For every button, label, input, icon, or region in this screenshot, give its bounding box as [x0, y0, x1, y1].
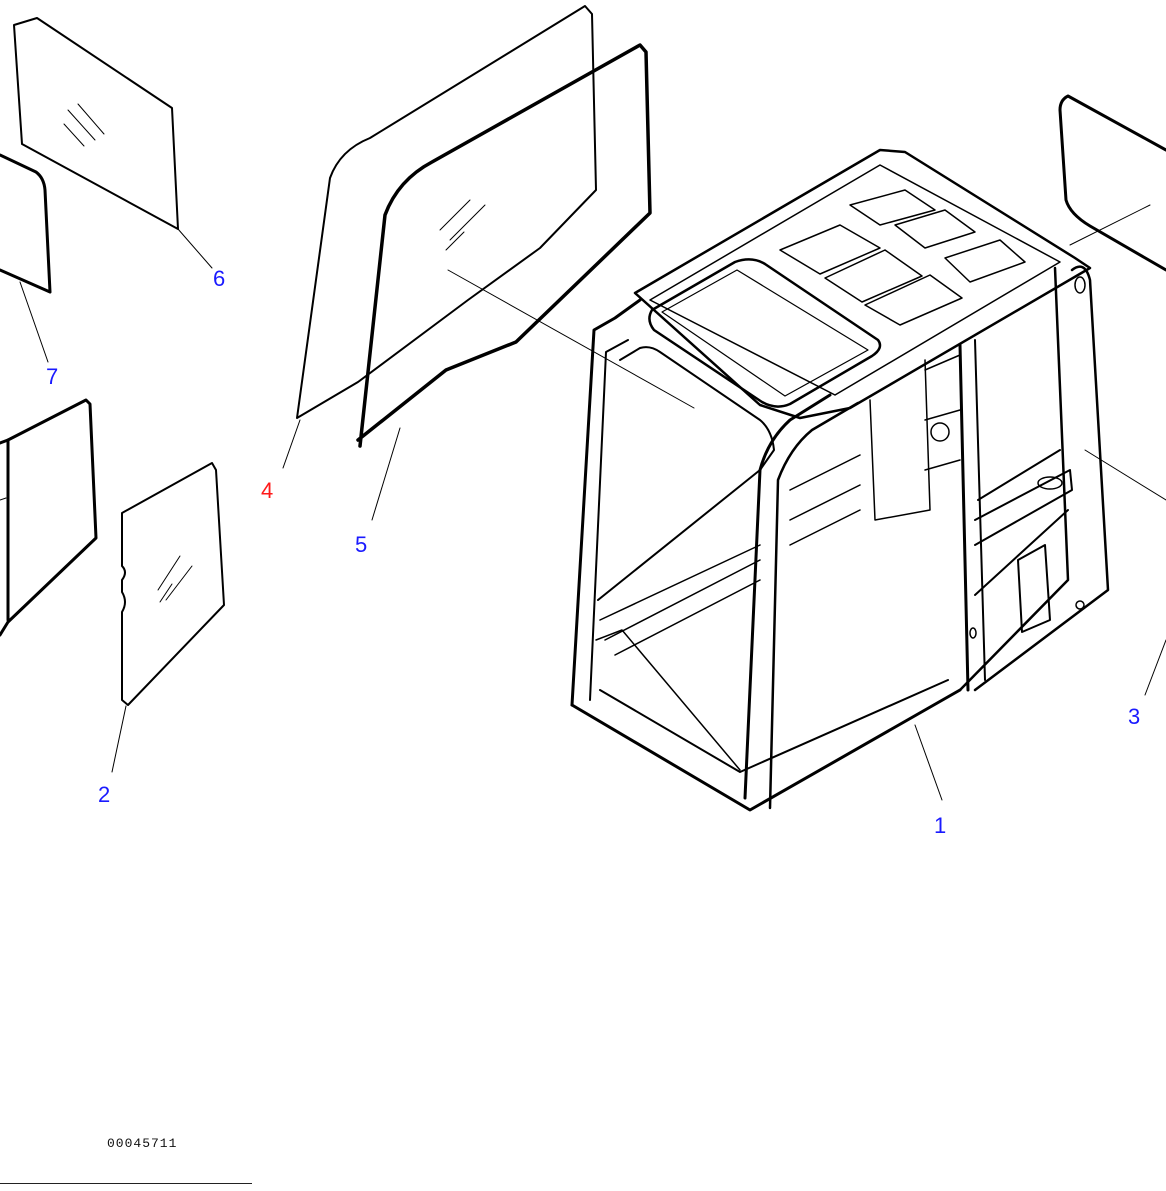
- leader-7: [19, 281, 49, 363]
- front-upper-glass[interactable]: [282, 5, 597, 469]
- callout-2[interactable]: 2: [98, 782, 111, 807]
- drawing-number: 00045711: [107, 1136, 178, 1151]
- callout-7[interactable]: 7: [46, 364, 59, 389]
- rear-glass[interactable]: [13, 17, 213, 269]
- front-glass-inner[interactable]: [356, 43, 695, 521]
- door-upper-glass[interactable]: [0, 398, 98, 637]
- leader-4: [282, 419, 301, 469]
- baseline-rule: [0, 1183, 252, 1184]
- small-side-glass[interactable]: [0, 153, 52, 363]
- leader-5-to-frame: [447, 269, 695, 409]
- leader-5: [371, 427, 401, 521]
- leader-1: [914, 724, 943, 801]
- callout-4[interactable]: 4: [261, 478, 274, 503]
- leader-6: [177, 228, 213, 269]
- right-side-glass[interactable]: [1058, 94, 1166, 696]
- callout-1[interactable]: 1: [934, 813, 947, 838]
- leader-3: [1144, 639, 1166, 696]
- door-lower-glass[interactable]: [111, 462, 225, 773]
- callout-5[interactable]: 5: [355, 532, 368, 557]
- leader-2: [111, 705, 127, 773]
- cab-frame[interactable]: [570, 148, 1110, 812]
- callout-6[interactable]: 6: [213, 266, 226, 291]
- callout-3[interactable]: 3: [1128, 704, 1141, 729]
